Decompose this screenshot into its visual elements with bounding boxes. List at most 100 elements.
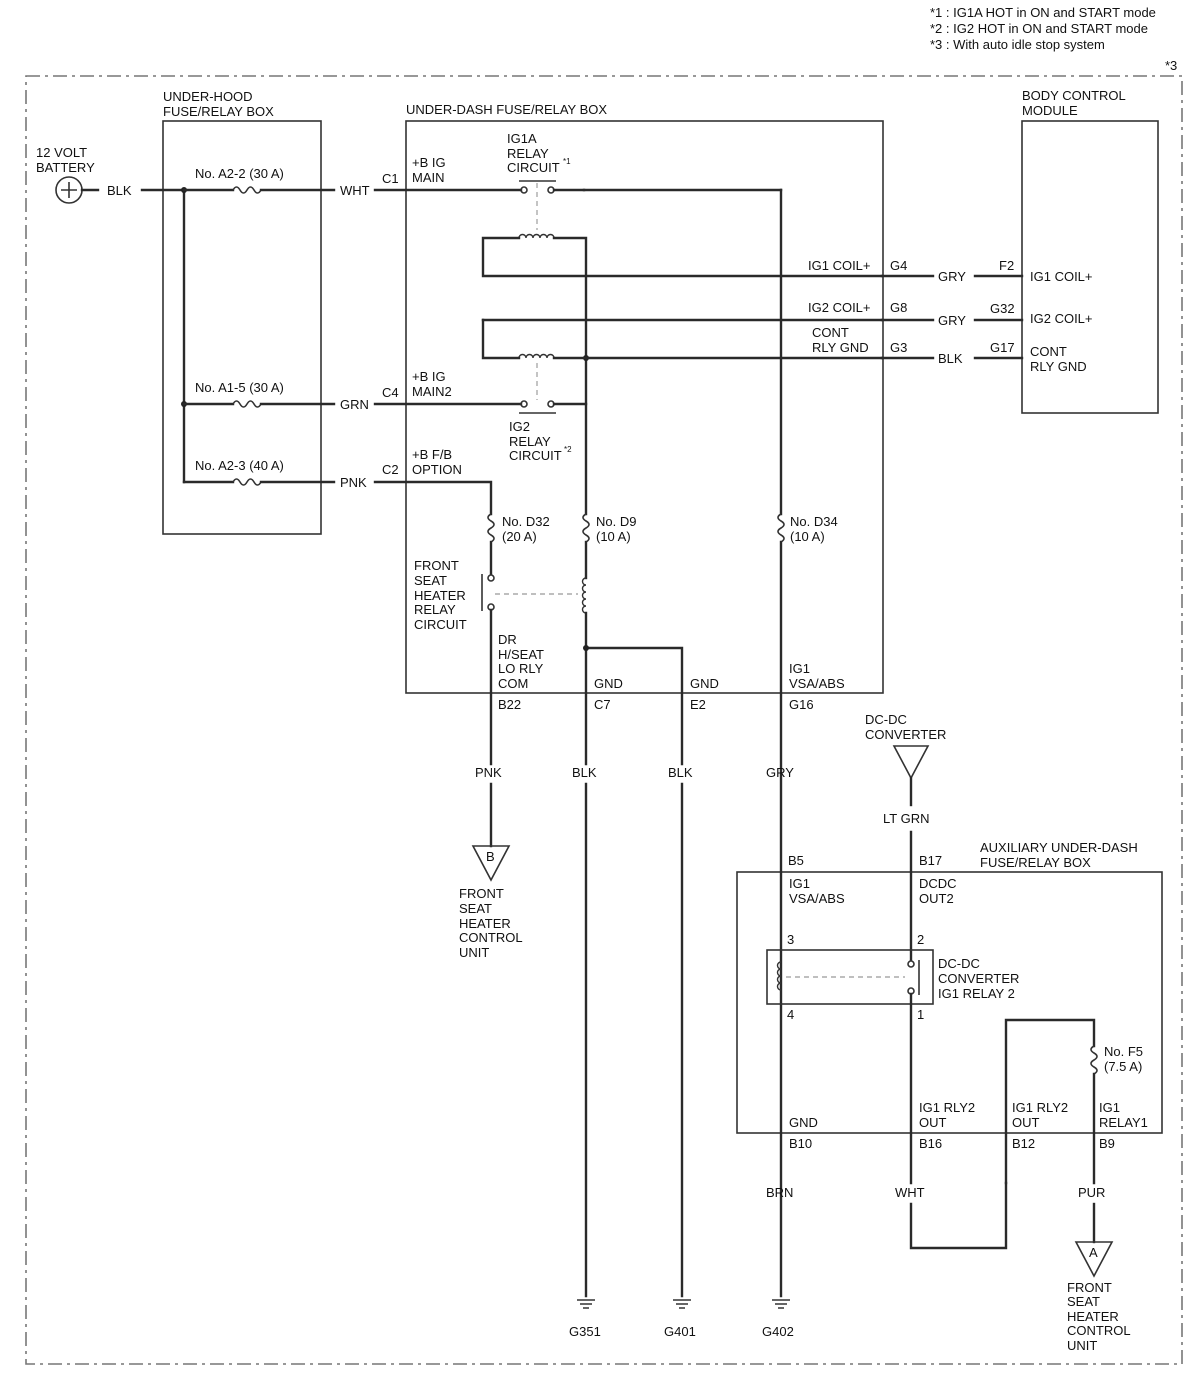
ground-g402-icon — [772, 1299, 790, 1309]
aux-pin-b10: B10 — [789, 1136, 812, 1151]
ig2-sup: *2 — [564, 445, 572, 454]
fshcu-a-label-4: CONTROL — [1067, 1323, 1131, 1338]
output-g4-label: IG1 COIL+ — [808, 258, 871, 273]
underhood-title-2: FUSE/RELAY BOX — [163, 104, 274, 119]
pin-c2: C2 — [382, 462, 399, 477]
input-c4-label-2: MAIN2 — [412, 384, 452, 399]
ig1a-relay: IG1A RELAY CIRCUIT *1 — [507, 131, 783, 239]
connector-b: B — [471, 845, 511, 882]
ig2-label-1: IG2 — [509, 419, 530, 434]
bcm-box — [1021, 120, 1159, 414]
aux-title-1: AUXILIARY UNDER-DASH — [980, 840, 1138, 855]
pin-c4: C4 — [382, 385, 399, 400]
dcdc-connector-triangle-icon — [892, 745, 930, 780]
fshcu-b-label-4: CONTROL — [459, 930, 523, 945]
ground-g401-icon — [673, 1299, 691, 1309]
fshcu-a-label-1: FRONT — [1067, 1280, 1112, 1295]
fuse-d32-icon — [487, 513, 495, 543]
relay-pin-3: 3 — [787, 932, 794, 947]
fuse-f5-icon — [1090, 1045, 1098, 1075]
dcdc-relay-box — [766, 949, 934, 1005]
connector-a-triangle-icon — [1074, 1241, 1114, 1278]
bcm-pin-g32: G32 — [990, 301, 1015, 316]
ground-g351-label: G351 — [569, 1324, 601, 1339]
relay-pin-1: 1 — [917, 1007, 924, 1022]
ground-g401: G401 — [664, 1299, 696, 1339]
ground-g401-label: G401 — [664, 1324, 696, 1339]
fuse-d32-name: No. D32 — [502, 514, 550, 529]
ig1a-label-2: RELAY — [507, 146, 549, 161]
output-g3-label-1: CONT — [812, 325, 849, 340]
aux-b17-label-1: DCDC — [919, 876, 957, 891]
bottom-g16-label-1: IG1 — [789, 661, 810, 676]
relay-pin-4: 4 — [787, 1007, 794, 1022]
wire-pur: PUR — [1078, 1185, 1105, 1200]
bcm-pin-f2-label: IG1 COIL+ — [1030, 269, 1093, 284]
fshr-label-1: FRONT — [414, 558, 459, 573]
bcm-pin-g17: G17 — [990, 340, 1015, 355]
bcm-pin-g32-label: IG2 COIL+ — [1030, 311, 1093, 326]
relay-label-3: IG1 RELAY 2 — [938, 986, 1015, 1001]
fuse-d9-name: No. D9 — [596, 514, 636, 529]
dcdc-ig1-relay-2: 3 2 4 1 DC-DC CONVERTER IG1 RELAY 2 — [766, 932, 1019, 1022]
note-1: *1 : IG1A HOT in ON and START mode — [930, 5, 1156, 20]
connector-a-letter: A — [1089, 1245, 1098, 1260]
output-g8-label: IG2 COIL+ — [808, 300, 871, 315]
ig1a-label-3: CIRCUIT — [507, 160, 560, 175]
connector-b-triangle-icon — [471, 845, 511, 882]
input-c1-label-1: +B IG — [412, 155, 446, 170]
connector-a: A — [1074, 1241, 1114, 1278]
fuse-d34-icon — [777, 513, 785, 543]
ig1a-coil-icon — [518, 233, 555, 239]
fuse-a2-2-label: No. A2-2 (30 A) — [195, 166, 284, 181]
underhood-title-1: UNDER-HOOD — [163, 89, 253, 104]
ig2-relay: IG2 RELAY CIRCUIT *2 — [509, 353, 572, 463]
wire-pnk-b22: PNK — [475, 765, 502, 780]
ig1a-label-1: IG1A — [507, 131, 537, 146]
wire-pnk-1: PNK — [340, 475, 367, 490]
ig2-coil-icon — [518, 353, 555, 359]
wire-brn: BRN — [766, 1185, 793, 1200]
fuse-a2-2-icon — [232, 186, 262, 194]
fuse-a2-3-label: No. A2-3 (40 A) — [195, 458, 284, 473]
note-3: *3 : With auto idle stop system — [930, 37, 1105, 52]
ground-g351-icon — [577, 1299, 595, 1309]
fshcu-b-label-2: SEAT — [459, 901, 492, 916]
ig2-label-2: RELAY — [509, 434, 551, 449]
fuse-f5-rating: (7.5 A) — [1104, 1059, 1142, 1074]
fuse-d9-rating: (10 A) — [596, 529, 631, 544]
input-c4-label-1: +B IG — [412, 369, 446, 384]
pin-e2: E2 — [690, 697, 706, 712]
bottom-b22-label-3: LO RLY — [498, 661, 544, 676]
aux-pin-b17: B17 — [919, 853, 942, 868]
aux-b12-label-1: IG1 RLY2 — [1012, 1100, 1068, 1115]
region-mark: *3 — [1165, 58, 1177, 73]
aux-pin-b5: B5 — [788, 853, 804, 868]
aux-pin-b16: B16 — [919, 1136, 942, 1151]
auto-idle-stop-region — [25, 75, 1183, 1365]
connector-b-letter: B — [486, 849, 495, 864]
fshr-label-2: SEAT — [414, 573, 447, 588]
aux-b12-label-2: OUT — [1012, 1115, 1040, 1130]
fuse-f5-name: No. F5 — [1104, 1044, 1143, 1059]
battery-label-2: BATTERY — [36, 160, 95, 175]
aux-box — [736, 871, 1163, 1134]
fshr-label-4: RELAY — [414, 602, 456, 617]
bottom-b22-label-4: COM — [498, 676, 528, 691]
footnotes: *1 : IG1A HOT in ON and START mode *2 : … — [930, 5, 1156, 52]
underdash-box — [405, 120, 884, 694]
relay-pin-2: 2 — [917, 932, 924, 947]
wire-lt-grn: LT GRN — [883, 811, 929, 826]
pin-g4: G4 — [890, 258, 907, 273]
aux-b16-label-2: OUT — [919, 1115, 947, 1130]
aux-pin-b12: B12 — [1012, 1136, 1035, 1151]
fuse-a2-3-icon — [232, 478, 262, 486]
front-seat-heater-relay: FRONT SEAT HEATER RELAY CIRCUIT — [414, 558, 588, 766]
fshcu-b-label-3: HEATER — [459, 916, 511, 931]
input-c2-label-2: OPTION — [412, 462, 462, 477]
wire-gry-g4: GRY — [938, 269, 966, 284]
fuse-a1-5-icon — [232, 400, 262, 408]
relay-label-2: CONVERTER — [938, 971, 1019, 986]
fshcu-a-label-5: UNIT — [1067, 1338, 1097, 1353]
bcm-pin-g17-label-1: CONT — [1030, 344, 1067, 359]
